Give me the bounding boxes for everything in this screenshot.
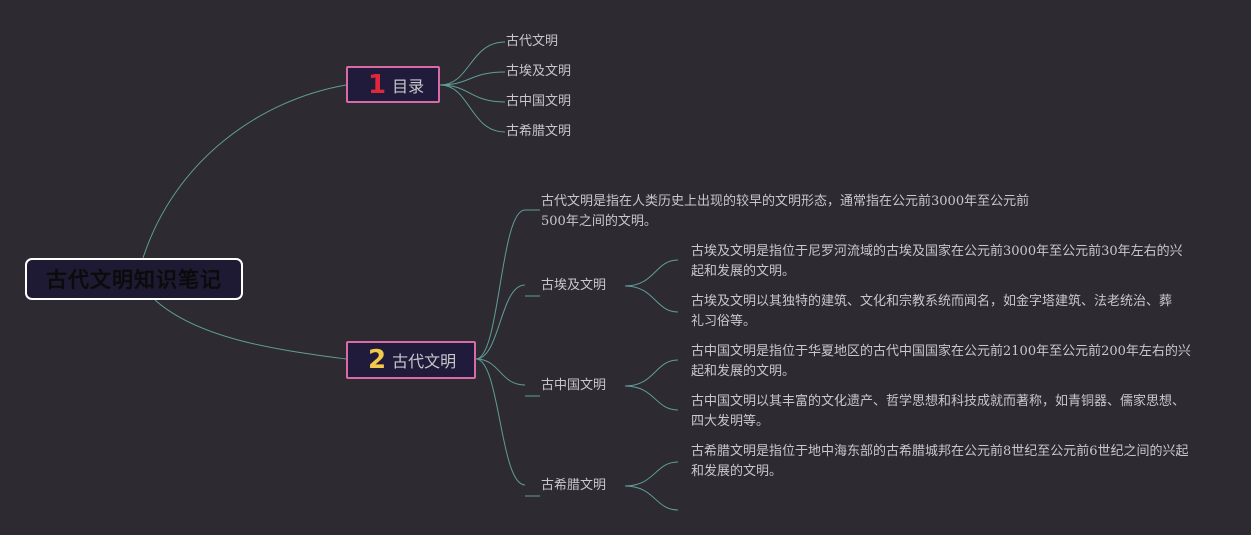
root-node[interactable]: 古代文明知识笔记 bbox=[25, 258, 243, 300]
detail-text[interactable]: 古埃及文明是指位于尼罗河流域的古埃及国家在公元前3000年至公元前30年左右的兴… bbox=[691, 244, 1183, 279]
branch-label: 古代文明 bbox=[392, 352, 457, 371]
link-b2-sub3 bbox=[475, 358, 526, 486]
link-b2-sub1 bbox=[475, 284, 526, 360]
branch-node-civilizations[interactable]: 2 古代文明 bbox=[346, 341, 476, 379]
toc-item[interactable]: 古埃及文明 bbox=[506, 64, 572, 79]
link-sub3-detail2 bbox=[624, 485, 679, 511]
toc-item[interactable]: 古中国文明 bbox=[506, 94, 572, 109]
link-sub2-detail1 bbox=[624, 359, 679, 387]
link-b1-item2 bbox=[439, 71, 506, 86]
link-b1-item4 bbox=[439, 84, 506, 133]
toc-item[interactable]: 古希腊文明 bbox=[506, 124, 572, 139]
detail-text[interactable]: 古中国文明是指位于华夏地区的古代中国国家在公元前2100年至公元前200年左右的… bbox=[691, 344, 1191, 379]
link-sub2-detail2 bbox=[624, 385, 679, 411]
branch-number: 1 bbox=[368, 69, 387, 100]
branch-number: 2 bbox=[368, 345, 387, 375]
link-b2-sub2 bbox=[475, 358, 526, 386]
sub-node-china[interactable]: 古中国文明 bbox=[541, 378, 607, 393]
link-b1-item1 bbox=[439, 41, 506, 86]
detail-text[interactable]: 古中国文明以其丰富的文化遗产、哲学思想和科技成就而著称，如青铜器、儒家思想、四大… bbox=[691, 394, 1186, 429]
link-sub3-detail1 bbox=[624, 461, 679, 487]
link-sub1-detail2 bbox=[624, 285, 679, 313]
root-title: 古代文明知识笔记 bbox=[46, 268, 222, 292]
toc-item[interactable]: 古代文明 bbox=[506, 34, 559, 49]
detail-text[interactable]: 古希腊文明是指位于地中海东部的古希腊城邦在公元前8世纪至公元前6世纪之间的兴起和… bbox=[691, 444, 1189, 479]
branch-node-toc[interactable]: 1 目录 bbox=[346, 66, 440, 103]
sub-node-greece[interactable]: 古希腊文明 bbox=[541, 478, 607, 493]
link-root-branch2 bbox=[154, 299, 347, 360]
sub-node-egypt[interactable]: 古埃及文明 bbox=[541, 278, 607, 293]
detail-text[interactable]: 古埃及文明以其独特的建筑、文化和宗教系统而闻名，如金字塔建筑、法老统治、葬礼习俗… bbox=[691, 294, 1173, 329]
link-root-branch1 bbox=[142, 84, 347, 259]
branch-label: 目录 bbox=[392, 76, 425, 96]
link-b1-item3 bbox=[439, 84, 506, 103]
intro-text[interactable]: 古代文明是指在人类历史上出现的较早的文明形态，通常指在公元前3000年至公元前5… bbox=[541, 194, 1030, 229]
link-sub1-detail1 bbox=[624, 259, 679, 287]
link-b2-intro bbox=[475, 209, 526, 360]
